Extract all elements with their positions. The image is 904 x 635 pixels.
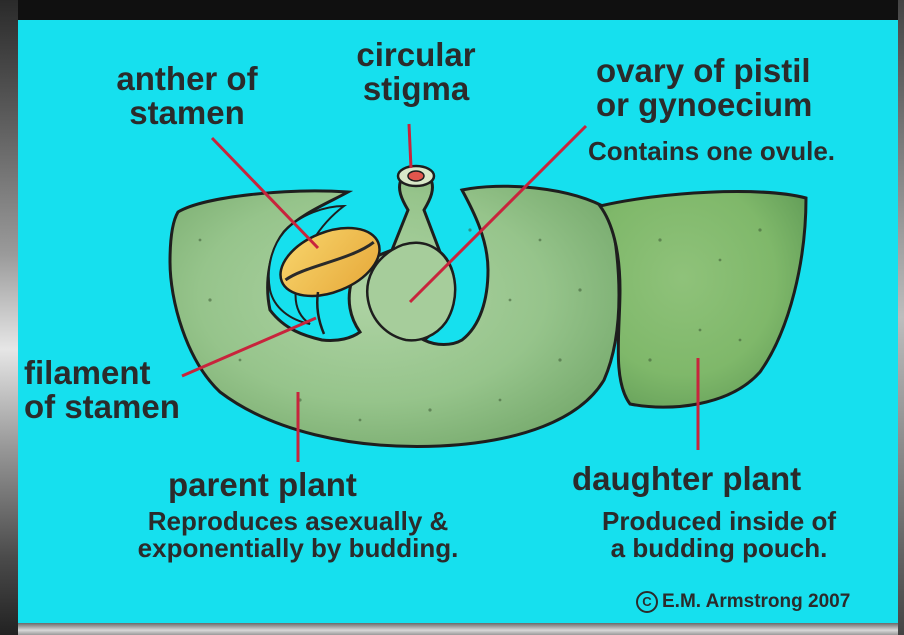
stigma-label-line2: stigma [330,72,502,106]
anther-label: anther of stamen [92,62,282,129]
daughter-note-line1: Produced inside of [560,508,878,535]
daughter-plant-body [600,192,806,408]
ovary-label-line2: or gynoecium [596,88,812,122]
pointer-stigma [409,124,411,168]
ovary-label: ovary of pistil or gynoecium [596,54,812,121]
parent-note-line2: exponentially by budding. [90,535,506,562]
filament [317,292,324,334]
stigma-label-line1: circular [330,38,502,72]
filament-label-line2: of stamen [24,390,180,424]
anther-label-line1: anther of [92,62,282,96]
copyright-symbol: C [636,591,658,613]
stigma-label: circular stigma [330,38,502,105]
copyright-text: E.M. Armstrong 2007 [662,591,850,612]
daughter-label: daughter plant [572,462,801,496]
daughter-note-line2: a budding pouch. [560,535,878,562]
parent-note-line1: Reproduces asexually & [90,508,506,535]
filament-label-line1: filament [24,356,180,390]
stigma-center [408,171,424,181]
daughter-note: Produced inside of a budding pouch. [560,508,878,561]
filament-label: filament of stamen [24,356,180,423]
parent-label: parent plant [168,468,357,502]
anther-label-line2: stamen [92,96,282,130]
copyright: C E.M. Armstrong 2007 [636,591,850,613]
ovary-note: Contains one ovule. [588,138,835,165]
copyright-symbol-letter: C [642,594,651,609]
parent-note: Reproduces asexually & exponentially by … [90,508,506,561]
ovary-label-line1: ovary of pistil [596,54,812,88]
